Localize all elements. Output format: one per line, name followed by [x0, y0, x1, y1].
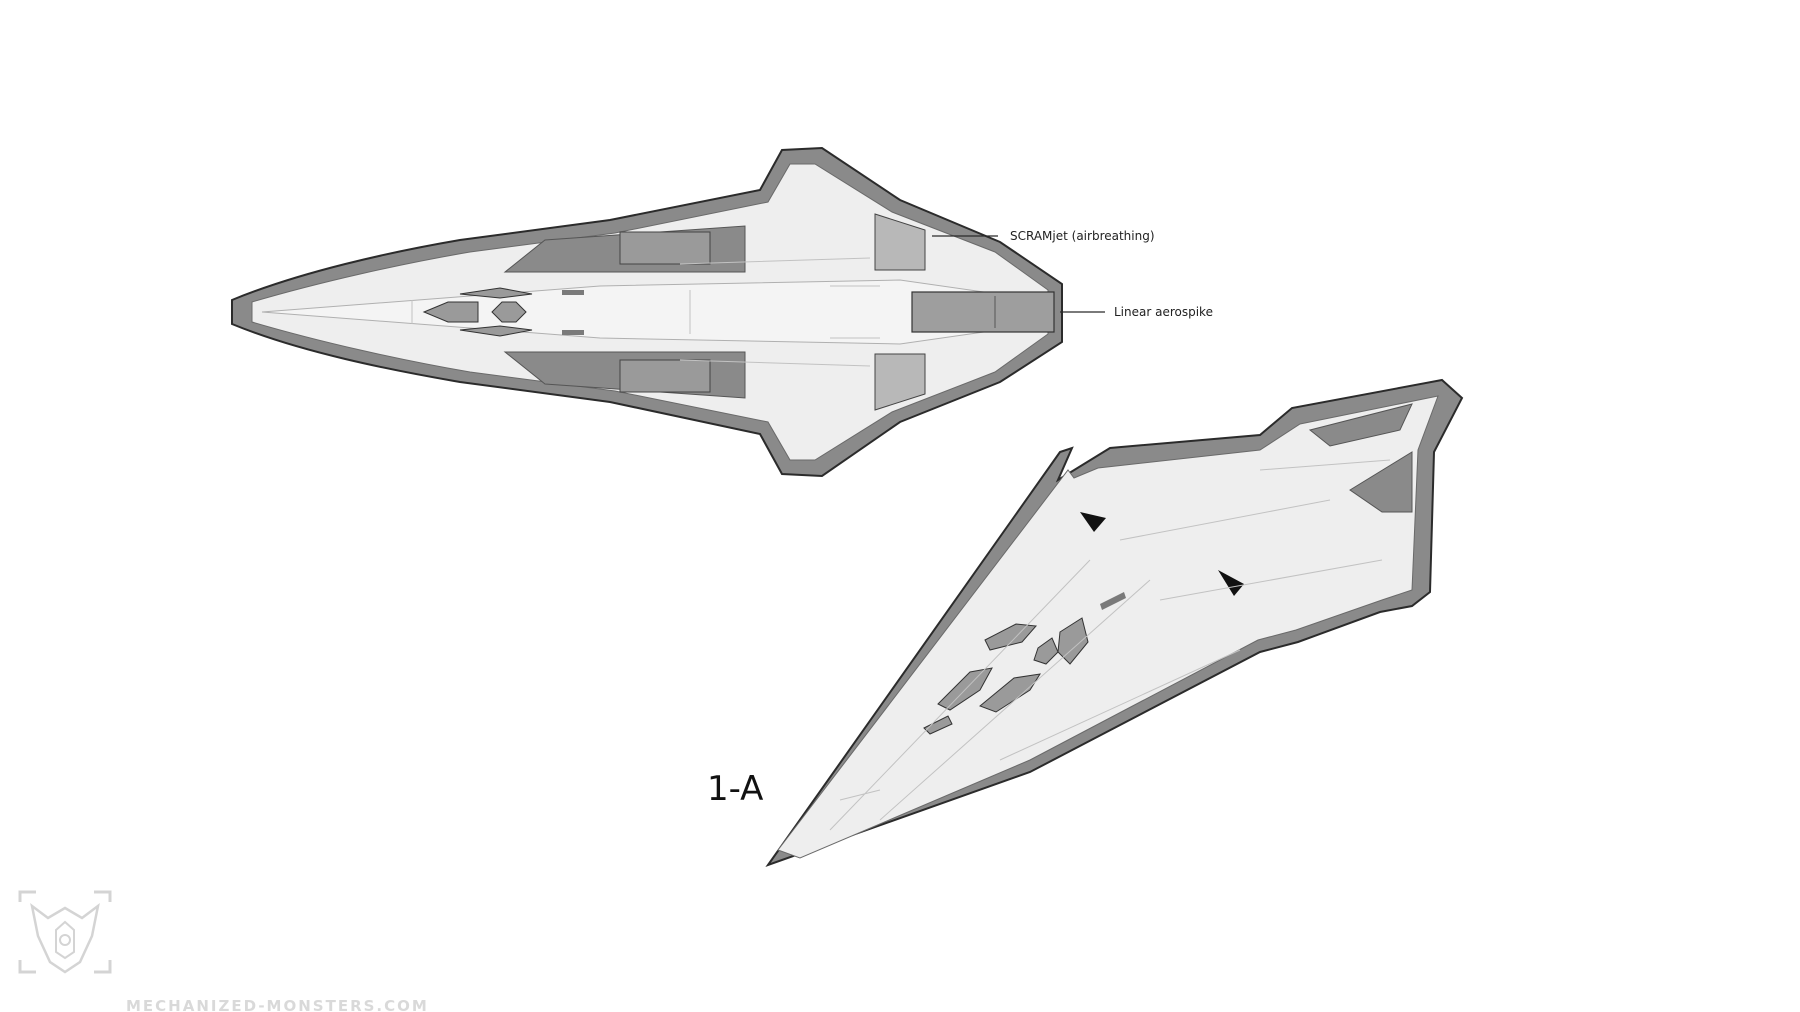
- top-view-linear-aerospike: [911, 291, 1055, 333]
- callout-scramjet: SCRAMjet (airbreathing): [932, 229, 1155, 243]
- callout-scramjet-label: SCRAMjet (airbreathing): [1010, 229, 1155, 243]
- perspective-right-dark-panel: [1349, 451, 1413, 513]
- top-view-cockpit-window-lower: [459, 325, 533, 337]
- top-view-upper-scramjet-duct: [874, 213, 926, 271]
- top-view-panel-lines: [411, 257, 880, 367]
- perspective-top-dark-panel: [1308, 403, 1413, 447]
- perspective-scramjet-intake-right: [1218, 570, 1244, 596]
- top-view-lower-scramjet-duct: [874, 353, 926, 411]
- mechanized-monsters-logo-icon: [18, 890, 112, 974]
- top-view-upper-scramjet-intake: [619, 231, 711, 265]
- watermark-text: MECHANIZED-MONSTERS.COM: [126, 997, 429, 1012]
- top-view-lower-scramjet-intake: [619, 359, 711, 393]
- callout-aerospike-label: Linear aerospike: [1114, 305, 1213, 319]
- callout-aerospike: Linear aerospike: [1060, 305, 1213, 319]
- perspective-cockpit-window-1: [984, 623, 1038, 651]
- perspective-panel-lines: [829, 459, 1391, 831]
- perspective-view-spacecraft: [765, 378, 1464, 867]
- perspective-cockpit: [923, 592, 1126, 735]
- top-view-vent-lower: [562, 330, 584, 335]
- top-view-cockpit: [422, 287, 584, 337]
- perspective-vent: [1100, 592, 1126, 610]
- top-view-cockpit-window-upper: [459, 287, 533, 299]
- perspective-cockpit-window-6: [923, 715, 953, 735]
- perspective-scramjet-intake-left: [1080, 512, 1106, 532]
- perspective-hull-body: [777, 395, 1439, 859]
- top-view-cockpit-window-center: [491, 301, 527, 323]
- perspective-cockpit-window-2: [1033, 637, 1059, 665]
- view-label: 1-A: [707, 769, 763, 809]
- perspective-cockpit-window-3: [1057, 617, 1089, 665]
- top-view-spacecraft: [231, 146, 1063, 478]
- perspective-cockpit-window-4: [937, 667, 993, 711]
- top-view-cockpit-window-left: [422, 301, 479, 323]
- watermark: MECHANIZED-MONSTERS.COM: [18, 890, 429, 1012]
- top-view-vent-upper: [562, 290, 584, 295]
